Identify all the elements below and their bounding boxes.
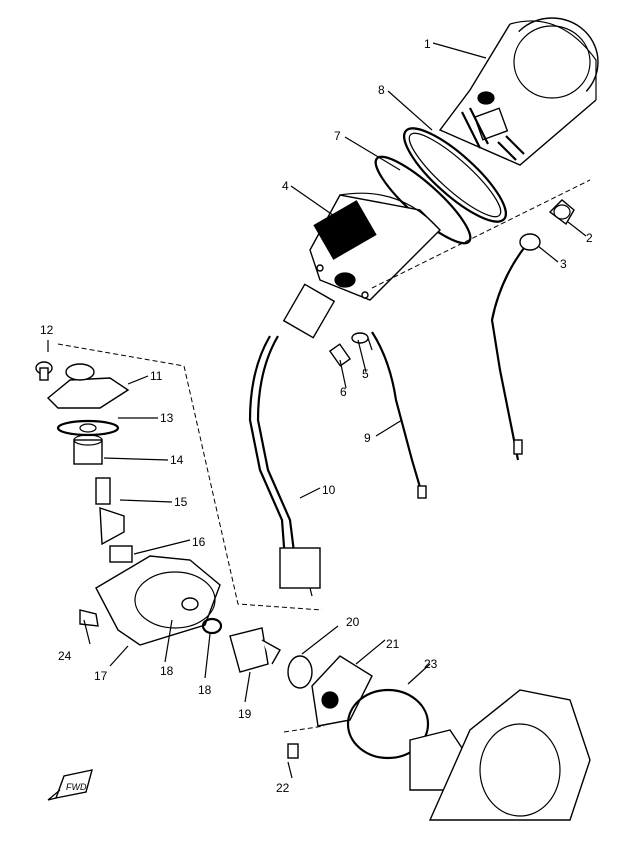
callout-2: 2 xyxy=(586,231,593,245)
callout-9: 9 xyxy=(364,431,371,445)
callout-17: 17 xyxy=(94,669,108,683)
bearing-20-retainer-21-oring-23 xyxy=(287,655,430,760)
wheel-hub xyxy=(409,689,591,821)
callout-23: 23 xyxy=(424,657,438,671)
drive-gear-19 xyxy=(229,627,281,673)
callout-8: 8 xyxy=(378,83,385,97)
callout-7: 7 xyxy=(334,129,341,143)
callout-12: 12 xyxy=(40,323,54,337)
callout-18b: 18 xyxy=(198,683,212,697)
callout-10: 10 xyxy=(322,483,336,497)
callout-22: 22 xyxy=(276,781,290,795)
small-parts-5-6 xyxy=(328,332,373,367)
bulb-socket-2 xyxy=(548,199,575,226)
drive-assembly-11-16 xyxy=(35,361,223,646)
callout-21: 21 xyxy=(386,637,400,651)
callout-24: 24 xyxy=(58,649,72,663)
callout-15: 15 xyxy=(174,495,188,509)
callout-1: 1 xyxy=(424,37,431,51)
callout-6: 6 xyxy=(340,385,347,399)
callout-11: 11 xyxy=(150,369,163,383)
callout-18a: 18 xyxy=(160,664,174,678)
callout-5: 5 xyxy=(362,367,369,381)
seal-ring-8 xyxy=(403,127,507,223)
assembly-dashes xyxy=(57,179,591,733)
front-direction-marker: FWD xyxy=(47,769,93,801)
cable-9 xyxy=(371,331,427,499)
speedometer-cable-10 xyxy=(248,283,336,597)
speedometer-housing xyxy=(438,17,599,166)
callout-13: 13 xyxy=(160,411,174,425)
callout-16: 16 xyxy=(192,535,206,549)
callout-4: 4 xyxy=(282,179,289,193)
callout-19: 19 xyxy=(238,707,252,721)
callout-3: 3 xyxy=(560,257,567,271)
callout-20: 20 xyxy=(346,615,360,629)
leader-lines xyxy=(47,42,587,779)
meter-cup-4 xyxy=(309,192,441,301)
lamp-cable-3 xyxy=(490,233,541,461)
front-marker-text: FWD xyxy=(66,782,87,792)
callout-labels: 1 2 3 4 5 6 7 8 9 10 11 12 13 14 15 16 1… xyxy=(40,37,593,795)
callout-14: 14 xyxy=(170,453,184,467)
